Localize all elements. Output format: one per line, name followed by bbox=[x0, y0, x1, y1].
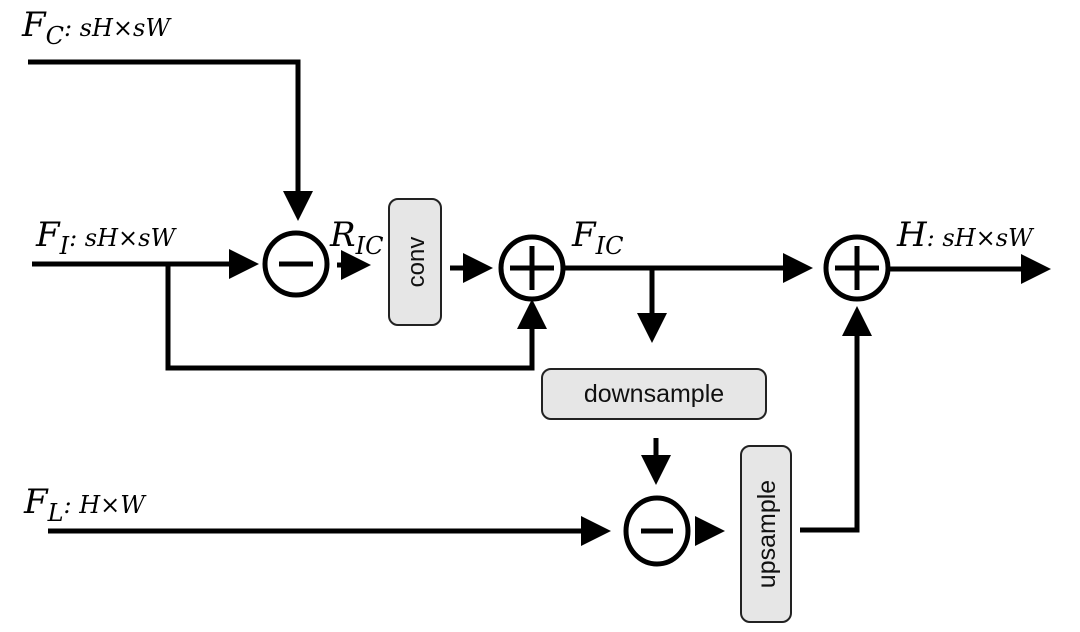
fi-label: FI: sH×sW bbox=[35, 215, 177, 260]
ric-label: RIC bbox=[329, 215, 383, 260]
conv-label: conv bbox=[403, 237, 430, 288]
upsample-label: upsample bbox=[753, 480, 781, 588]
subtract-operator-bottom bbox=[623, 495, 691, 567]
downsample-label: downsample bbox=[584, 380, 724, 408]
h-output-label: H: sH×sW bbox=[896, 215, 1035, 255]
upsample-block: upsample bbox=[740, 445, 792, 623]
conv-block: conv bbox=[388, 198, 442, 326]
fc-label: FC: sH×sW bbox=[21, 5, 172, 50]
downsample-block: downsample bbox=[541, 368, 767, 420]
fl-label: FL: H×W bbox=[23, 482, 147, 527]
add-operator-first bbox=[498, 234, 566, 302]
fi-skip-arrow bbox=[165, 264, 547, 371]
upsample-out-arrow bbox=[800, 306, 872, 533]
fc-arrow bbox=[28, 59, 313, 221]
subtract-operator-top bbox=[262, 230, 330, 298]
fic-label: FIC bbox=[571, 215, 623, 260]
add-operator-final bbox=[823, 234, 891, 302]
